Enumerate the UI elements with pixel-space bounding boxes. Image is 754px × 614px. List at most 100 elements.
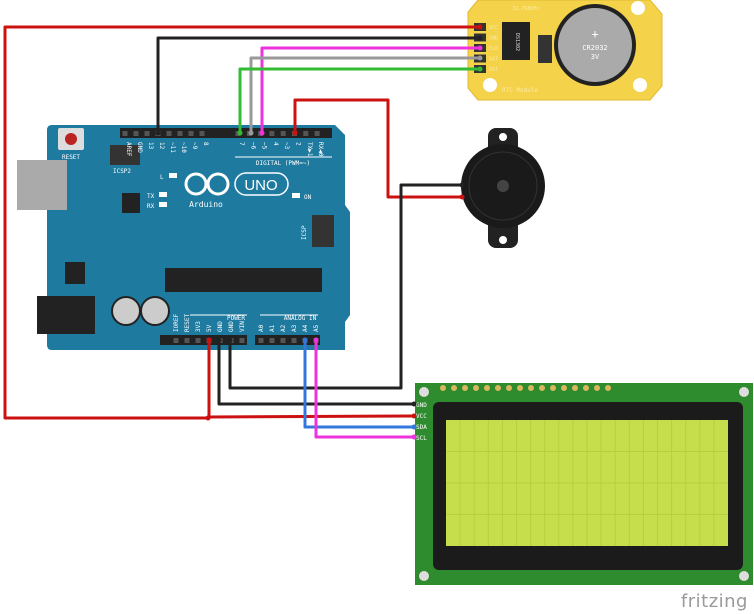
capacitor xyxy=(140,296,170,326)
buzzer-gnd-wire[interactable] xyxy=(228,183,462,390)
pin-label: RST xyxy=(489,67,498,73)
lcd-pad xyxy=(550,385,556,391)
wire-endpoint[interactable] xyxy=(227,337,233,343)
pin-label: ~11 xyxy=(169,142,176,153)
header-pin[interactable] xyxy=(269,338,275,343)
pin-label: RESET xyxy=(184,314,191,332)
wire-endpoint[interactable] xyxy=(459,182,465,188)
svg-text:ON: ON xyxy=(304,194,312,201)
svg-text:ICSP: ICSP xyxy=(301,225,308,240)
svg-text:ANALOG IN: ANALOG IN xyxy=(284,315,317,322)
pin-label: VIN xyxy=(239,321,246,332)
lcd-gnd-wire[interactable] xyxy=(217,340,414,406)
lcd-pin-label: SCL xyxy=(416,435,427,442)
rtc-gnd-wire[interactable] xyxy=(156,36,480,133)
pin-label: A0 xyxy=(258,324,265,332)
svg-text:+: + xyxy=(591,27,598,41)
wire-endpoint[interactable] xyxy=(302,337,308,343)
pin-label: IOREF xyxy=(173,314,180,332)
header-pin[interactable] xyxy=(195,338,201,343)
header-pin[interactable] xyxy=(133,131,139,136)
wires xyxy=(3,24,483,440)
header-pin[interactable] xyxy=(173,338,179,343)
power-jack xyxy=(37,296,95,334)
header-pin[interactable] xyxy=(166,131,172,136)
header-pin[interactable] xyxy=(280,338,286,343)
wire-endpoint[interactable] xyxy=(237,130,243,136)
wire-endpoint[interactable] xyxy=(411,424,417,430)
wire-endpoint[interactable] xyxy=(477,45,483,51)
lcd-pad xyxy=(594,385,600,391)
svg-text:DIGITAL (PWM=~): DIGITAL (PWM=~) xyxy=(256,160,310,167)
header-pin[interactable] xyxy=(199,131,205,136)
header-pin[interactable] xyxy=(144,131,150,136)
header-pin[interactable] xyxy=(188,131,194,136)
lcd-sda-wire[interactable] xyxy=(303,340,414,429)
wire-endpoint[interactable] xyxy=(411,434,417,440)
wire-endpoint[interactable] xyxy=(477,35,483,41)
rtc-clk-wire[interactable] xyxy=(260,46,480,133)
rtc-rst-wire[interactable] xyxy=(238,67,480,133)
wire-endpoint[interactable] xyxy=(313,337,319,343)
lcd-pad xyxy=(528,385,534,391)
pin-label: 3V3 xyxy=(195,321,202,332)
wire-endpoint[interactable] xyxy=(216,337,222,343)
header-pin[interactable] xyxy=(184,338,190,343)
lcd-pad xyxy=(451,385,457,391)
wire-endpoint[interactable] xyxy=(477,66,483,72)
header-pin[interactable] xyxy=(258,338,264,343)
wire-endpoint[interactable] xyxy=(477,55,483,61)
buzzer-signal-wire[interactable] xyxy=(293,98,462,199)
wire-endpoint[interactable] xyxy=(411,413,417,419)
wire-endpoint[interactable] xyxy=(206,337,212,343)
arduino-brand: Arduino xyxy=(189,200,223,209)
pin-label: DAT xyxy=(489,57,498,63)
ds1302-chip xyxy=(502,22,530,60)
header-pin[interactable] xyxy=(314,131,320,136)
wire-endpoint[interactable] xyxy=(248,130,254,136)
analog-header xyxy=(255,335,320,345)
chip-text: DS1302 xyxy=(514,33,520,51)
lcd-pad xyxy=(561,385,567,391)
wire-endpoint[interactable] xyxy=(259,130,265,136)
pin-label: ~9 xyxy=(191,142,198,150)
header-pin[interactable] xyxy=(303,131,309,136)
pin-label: ~10 xyxy=(180,142,187,153)
atmega-chip xyxy=(165,268,322,292)
wire-endpoint[interactable] xyxy=(292,130,298,136)
pin-label: A3 xyxy=(291,324,298,332)
pin-label: 4 xyxy=(272,142,279,146)
rtc-dat-wire[interactable] xyxy=(249,56,480,133)
pin-label: RX◀0 xyxy=(317,142,324,157)
wire-endpoint[interactable] xyxy=(459,194,465,200)
header-pin[interactable] xyxy=(291,338,297,343)
header-pin[interactable] xyxy=(269,131,275,136)
lcd-vcc-wire[interactable] xyxy=(207,340,415,419)
fritzing-watermark: fritzing xyxy=(680,591,748,612)
rtc-vcc-wire[interactable] xyxy=(3,25,480,420)
icsp-header xyxy=(312,215,334,247)
header-pin[interactable] xyxy=(239,338,245,343)
header-pin[interactable] xyxy=(122,131,128,136)
pin-label: GND xyxy=(217,321,224,332)
wire-endpoint[interactable] xyxy=(477,24,483,30)
pin-label: GND xyxy=(489,36,498,42)
pin-label: 8 xyxy=(202,142,209,146)
wire-endpoint[interactable] xyxy=(411,401,417,407)
pin-label: A2 xyxy=(280,324,287,332)
uno-label: UNO xyxy=(244,177,277,194)
capacitor xyxy=(111,296,141,326)
lcd-pad xyxy=(462,385,468,391)
lcd-pad xyxy=(506,385,512,391)
svg-text:TX: TX xyxy=(147,193,155,200)
header-pin[interactable] xyxy=(177,131,183,136)
arduino-logo: UNO Arduino xyxy=(184,172,289,209)
lcd-scl-wire[interactable] xyxy=(314,340,414,439)
icsp2-header xyxy=(110,145,140,165)
lcd-pad xyxy=(517,385,523,391)
pin-label: 12 xyxy=(158,142,165,150)
power-header xyxy=(160,335,247,345)
crystal-label: 32.768KHz xyxy=(512,6,539,12)
wire-endpoint[interactable] xyxy=(155,130,161,136)
header-pin[interactable] xyxy=(280,131,286,136)
